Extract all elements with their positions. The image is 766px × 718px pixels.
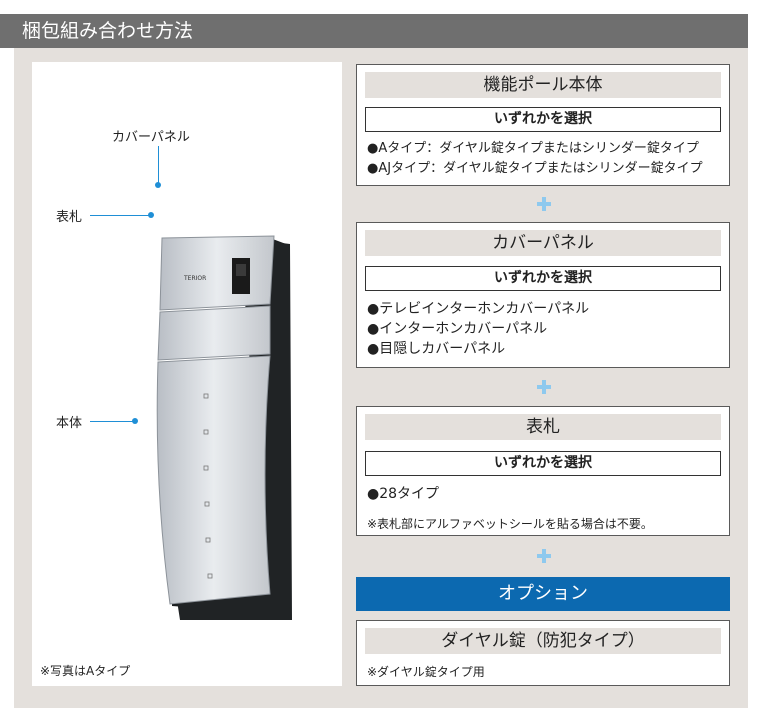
cover-panel-shape [159,235,275,311]
section-pole-list: ●Aタイプ：ダイヤル錠タイプまたはシリンダー錠タイプ ●AJタイプ：ダイヤル錠タ… [367,139,703,179]
plus-icon [537,197,551,211]
section-cover-title: カバーパネル [365,230,721,256]
callout-nameplate: 表札 [56,210,83,225]
section-nameplate-select-label: いずれかを選択 [365,451,721,476]
list-item: ●28タイプ [367,486,440,502]
header-bar: 梱包組み合わせ方法 [0,14,748,48]
section-nameplate-title: 表札 [365,414,721,440]
section-cover-list: ●テレビインターホンカバーパネル ●インターホンカバーパネル ●目隠しカバーパネ… [367,299,589,359]
section-option-note: ※ダイヤル錠タイプ用 [367,665,485,679]
section-pole-title: 機能ポール本体 [365,72,721,98]
section-nameplate-list: ●28タイプ [367,484,439,504]
list-item: ●Aタイプ：ダイヤル錠タイプまたはシリンダー錠タイプ [367,141,699,156]
section-cover-select-label: いずれかを選択 [365,266,721,291]
callout-body: 本体 [56,416,83,431]
body-shape [156,355,271,605]
photo-note: ※写真はAタイプ [40,664,131,678]
section-option-title: ダイヤル錠（防犯タイプ） [365,628,721,654]
section-nameplate: 表札 いずれかを選択 ●28タイプ ※表札部にアルファベットシールを貼る場合は不… [356,406,730,536]
callout-dot-cover [155,182,161,188]
callout-dot-nameplate [148,212,154,218]
callout-cover-panel: カバーパネル [112,130,190,145]
list-item: ●目隠しカバーパネル [367,341,506,357]
list-item: ●テレビインターホンカバーパネル [367,301,590,317]
callout-line-nameplate [90,215,150,216]
list-item: ●AJタイプ：ダイヤル錠タイプまたはシリンダー錠タイプ [367,161,703,176]
product-illustration: TERIOR [156,235,292,620]
product-photo-panel: TERIOR カバーパネル 表札 本体 ※写真はAタイプ [32,62,342,686]
option-header: オプション [356,577,730,611]
page-title: 梱包組み合わせ方法 [22,20,194,42]
callout-line-body [90,421,134,422]
nameplate-text: TERIOR [183,275,206,282]
section-option: ダイヤル錠（防犯タイプ） ※ダイヤル錠タイプ用 [356,620,730,686]
section-cover: カバーパネル いずれかを選択 ●テレビインターホンカバーパネル ●インターホンカ… [356,222,730,368]
section-pole: 機能ポール本体 いずれかを選択 ●Aタイプ：ダイヤル錠タイプまたはシリンダー錠タ… [356,64,730,186]
plus-icon [537,549,551,563]
section-pole-select-label: いずれかを選択 [365,107,721,132]
list-item: ●インターホンカバーパネル [367,321,548,337]
plus-icon [537,380,551,394]
section-nameplate-note: ※表札部にアルファベットシールを貼る場合は不要。 [367,517,653,531]
callout-line-cover [158,146,159,184]
callout-dot-body [132,418,138,424]
